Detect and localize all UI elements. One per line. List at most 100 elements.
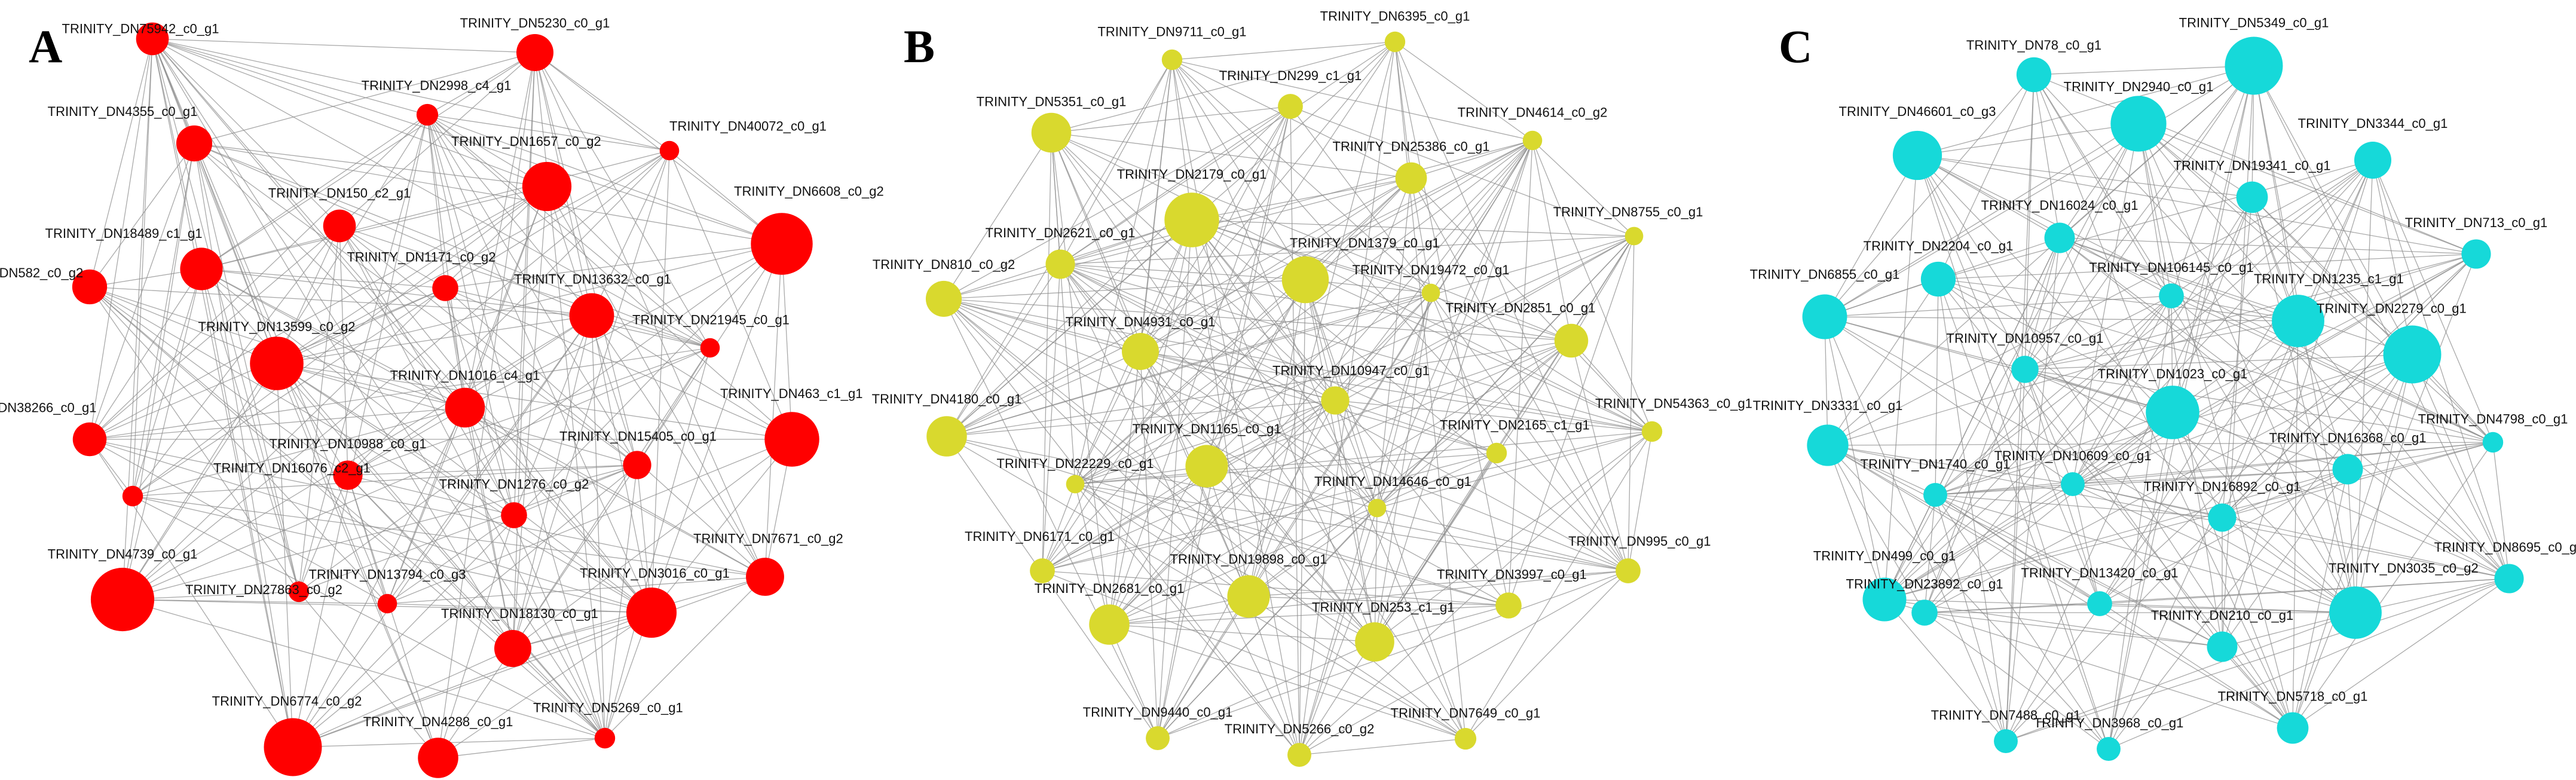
network-edge [438,464,638,758]
network-node [377,594,397,614]
network-edge [2099,603,2356,613]
network-edge [943,298,1466,739]
network-node [2494,564,2524,594]
network-edge [201,268,605,739]
network-node [1227,575,1270,618]
network-edge [276,363,605,739]
network-edge [152,38,513,649]
network-edge [1051,41,1396,133]
node-label: TRINITY_DN995_c0_g1 [1568,534,1711,549]
network-edge [89,268,202,440]
network-edge [2005,369,2026,742]
network-edge [1935,494,2356,613]
network-edge [2347,442,2494,470]
network-edge [1935,494,2223,647]
network-edge [1206,466,1249,597]
network-edge [2072,484,2293,729]
network-edge [1109,400,1336,625]
network-node [2461,239,2491,269]
network-node [1911,599,1938,626]
network-edge [132,464,638,497]
network-node [2383,325,2442,384]
node-label: TRINITY_DN38266_c0_g1 [0,400,96,415]
panel-b-letter: B [904,20,935,72]
node-label: TRINITY_DN6395_c0_g1 [1320,9,1470,24]
network-edge [1411,178,1629,571]
network-edge [1060,264,1629,571]
network-edge [1075,178,1412,485]
network-edge [1824,123,2139,317]
node-label: TRINITY_DN23892_c0_g1 [1846,577,2003,592]
network-edge [2222,65,2254,647]
network-edge [1824,155,1918,317]
network-edge [1140,351,1378,509]
network-edge [132,225,340,497]
network-node [1161,49,1183,71]
network-edge [194,143,638,466]
network-edge [347,475,439,758]
network-edge [1376,431,1653,509]
network-node [1031,112,1072,153]
network-edge [2253,65,2510,579]
network-edge [2171,65,2254,296]
network-edge [1075,466,1207,485]
network-edge [1051,132,1336,401]
network-edge [1075,484,1110,625]
network-node [288,581,310,602]
network-edge [2355,354,2413,613]
network-edge [2292,469,2348,729]
node-label: TRINITY_DN5269_c0_g1 [533,701,683,715]
network-edge [1042,264,1061,571]
network-edge [2222,469,2348,518]
network-edge [1051,132,1412,179]
network-node [250,337,304,390]
node-label: TRINITY_DN15405_c0_g1 [559,429,717,443]
network-edge [1917,155,2109,750]
network-edge [1938,253,2477,280]
network-edge [669,150,793,440]
network-node [1185,445,1228,488]
network-node [522,161,572,212]
network-edge [339,225,348,476]
network-edge [946,436,1466,739]
network-edge [276,363,293,748]
network-edge [1140,351,1653,432]
network-edge [438,515,515,758]
network-edge [943,298,1158,739]
network-edge [1532,140,1572,341]
network-edge [292,612,652,748]
network-edge [464,407,652,613]
network-edge [194,143,782,244]
network-edge [1374,507,1378,643]
network-edge [1060,264,1653,432]
network-edge [1191,219,1509,606]
node-label: TRINITY_DN13420_c0_g1 [2021,565,2179,580]
network-edge [292,114,428,748]
network-edge [1171,59,1412,179]
network-edge [1430,140,1533,293]
network-node [1624,227,1644,246]
network-edge [89,143,195,440]
node-label: TRINITY_DN3344_c0_g1 [2298,116,2448,131]
node-label: TRINITY_DN7671_c0_g2 [693,531,843,546]
network-edge [464,407,766,577]
network-edge [1335,400,1497,454]
network-node [764,412,819,467]
node-label: TRINITY_DN582_c0_g2 [0,265,83,280]
network-edge [1248,596,1466,739]
network-edge [1430,292,1653,432]
network-node [1554,323,1589,358]
node-label: TRINITY_DN2279_c0_g1 [2317,301,2467,316]
network-edge [651,439,793,613]
network-edge [1305,279,1375,643]
network-edge [298,464,638,592]
node-label: TRINITY_DN54363_c0_g1 [1595,396,1752,411]
network-node [1278,94,1303,119]
network-edge [1109,292,1431,625]
node-label: TRINITY_DN106145_c0_g1 [2089,260,2253,275]
network-edge [2072,295,2172,485]
node-label: TRINITY_DN810_c0_g2 [873,257,1015,272]
network-edge [2024,369,2073,485]
network-edge [591,315,652,613]
network-edge [1157,570,1629,739]
